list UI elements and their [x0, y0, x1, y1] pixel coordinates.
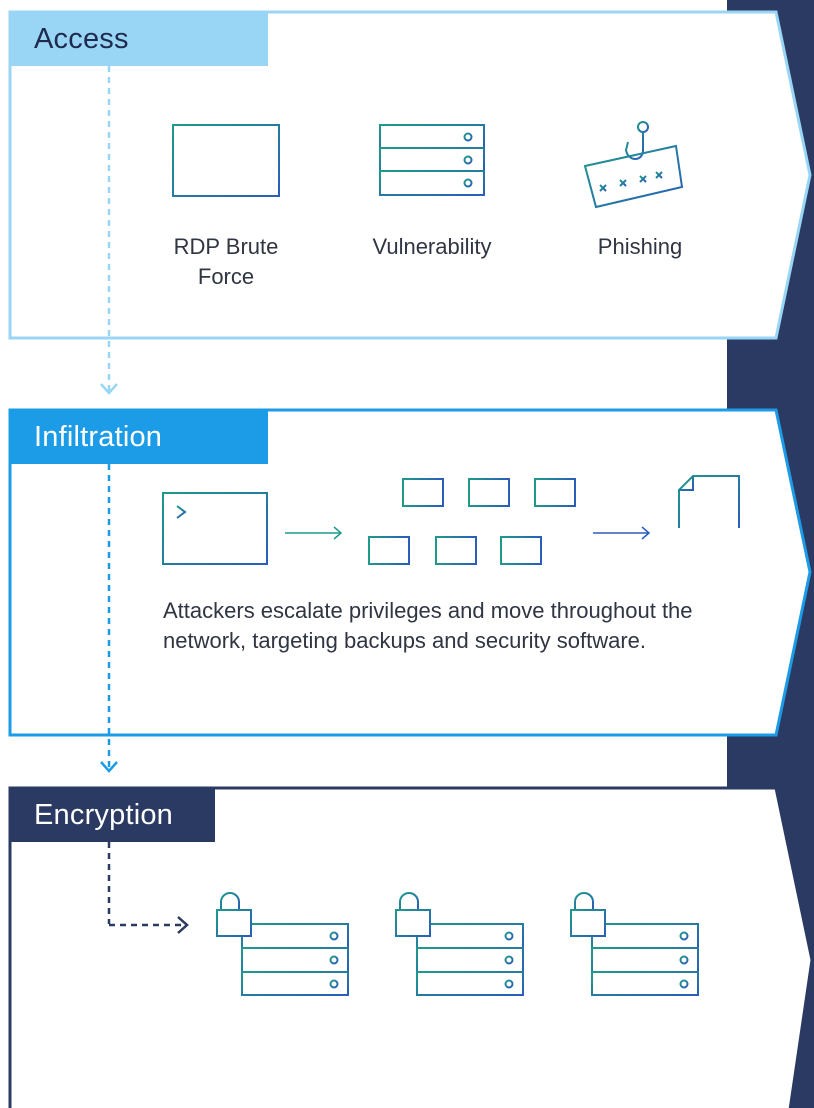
shredded-file-icon [671, 475, 747, 564]
access-panel [8, 10, 812, 340]
encryption-panel [8, 786, 814, 1108]
locked-server-icon [216, 892, 349, 996]
locked-server-icon [395, 892, 524, 996]
arrow-2 [593, 526, 651, 540]
rdp-label-line1: RDP Brute [173, 234, 279, 259]
encryption-stage-title: Encryption [10, 788, 215, 842]
terminal-icon [162, 492, 268, 575]
rdp-label-line2: Force [197, 264, 255, 289]
monitor-icon [172, 124, 280, 208]
access-stage-title: Access [10, 12, 268, 66]
infiltration-stage-title: Infiltration [10, 410, 268, 464]
phishing-label: Phishing [597, 234, 683, 259]
infiltration-panel [8, 408, 812, 737]
access-connector [100, 66, 118, 395]
vulnerability-label: Vulnerability [372, 234, 492, 259]
network-topology-icon [361, 478, 586, 565]
arrow-1 [285, 526, 343, 540]
server-rack-icon [379, 124, 485, 196]
locked-server-icon [570, 892, 699, 996]
infiltration-connector [100, 464, 118, 773]
encryption-connector [107, 842, 189, 934]
rdp-brute-force-label: RDP Brute Force [146, 232, 306, 292]
infiltration-description: Attackers escalate privileges and move t… [163, 598, 693, 653]
phishing-hook-icon [583, 97, 684, 209]
